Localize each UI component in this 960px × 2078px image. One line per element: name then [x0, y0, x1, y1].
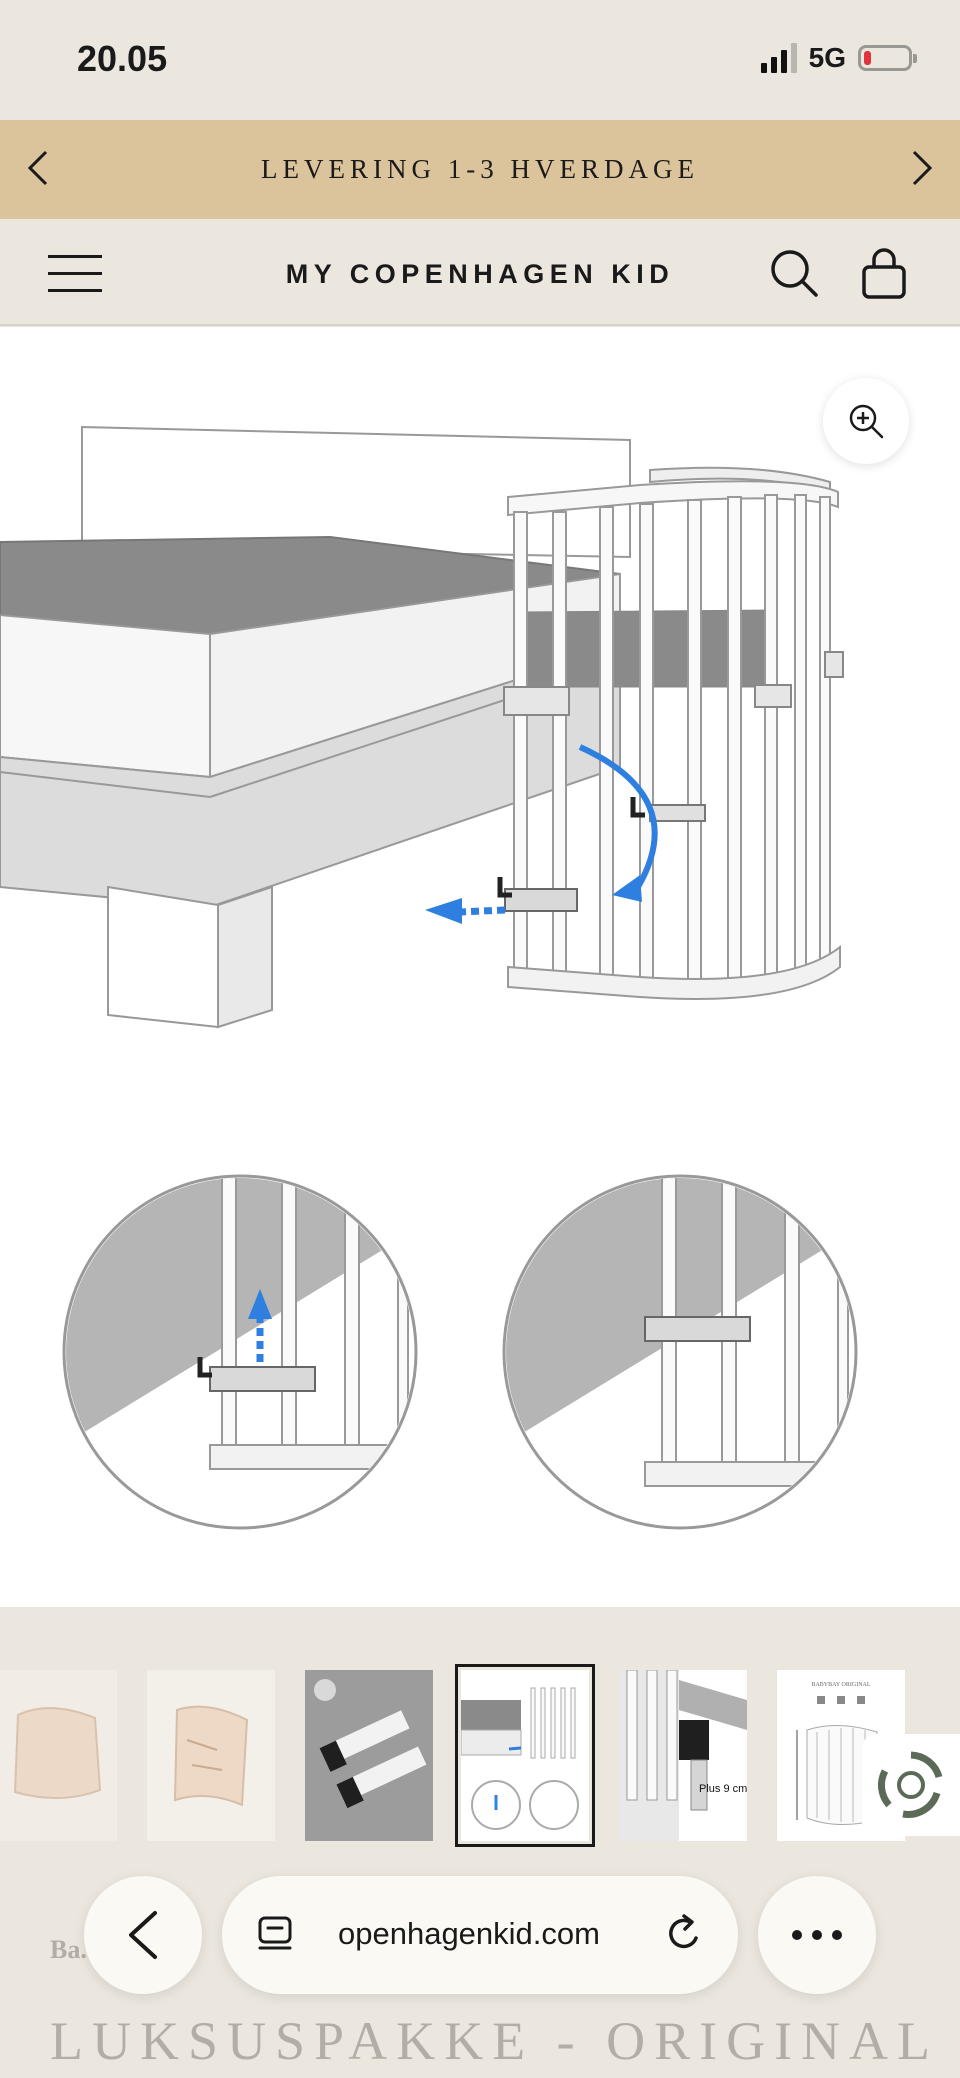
bag-icon[interactable] — [856, 245, 912, 301]
promo-banner: LEVERING 1-3 HVERDAGE — [0, 120, 960, 219]
address-bar[interactable]: openhagenkid.com — [222, 1876, 738, 1994]
thumbnail-fitted-sheet[interactable] — [0, 1670, 117, 1841]
status-bar: 20.05 5G — [0, 0, 960, 120]
chevron-left-icon[interactable] — [18, 148, 58, 188]
browser-back-button[interactable] — [84, 1876, 202, 1994]
network-label: 5G — [808, 42, 846, 73]
product-title: LUKSUSPAKKE - ORIGINAL — [50, 2011, 940, 2071]
battery-icon — [858, 45, 917, 71]
signal-icon — [760, 43, 797, 73]
zoom-button[interactable] — [823, 378, 909, 464]
promo-text: LEVERING 1-3 HVERDAGE — [261, 154, 699, 184]
loading-icon — [862, 1734, 960, 1836]
thumbnail-assembly-diagram[interactable] — [455, 1664, 595, 1847]
zoom-in-icon — [849, 404, 884, 439]
tabs-icon[interactable] — [256, 1914, 298, 1956]
product-image[interactable] — [0, 327, 960, 1607]
thumbnail-height-adjust[interactable]: Plus 9 cm — [619, 1670, 747, 1841]
status-indicators: 5G — [760, 42, 917, 74]
thumbnail-caption: Plus 9 cm — [699, 1783, 747, 1795]
chevron-right-icon[interactable] — [902, 148, 942, 188]
more-icon — [792, 1930, 842, 1940]
thumbnail-mounting-brackets[interactable] — [305, 1670, 433, 1841]
site-logo[interactable]: MY COPENHAGEN KID — [285, 259, 675, 289]
status-time: 20.05 — [77, 38, 168, 79]
thumbnail-caption: BABYBAY ORIGINAL — [811, 1682, 870, 1688]
browser-more-button[interactable] — [758, 1876, 876, 1994]
thumbnail-bumper[interactable] — [147, 1670, 275, 1841]
site-header: MY COPENHAGEN KID — [0, 219, 960, 326]
search-icon[interactable] — [766, 245, 822, 301]
assembly-illustration — [0, 425, 858, 1530]
back-icon — [129, 1911, 157, 1959]
reload-icon[interactable] — [662, 1912, 706, 1956]
url-text[interactable]: openhagenkid.com — [338, 1916, 600, 1951]
menu-icon[interactable] — [48, 255, 104, 293]
thumbnail-strip[interactable]: Plus 9 cm BABYBAY ORIGINAL — [0, 1607, 960, 1867]
